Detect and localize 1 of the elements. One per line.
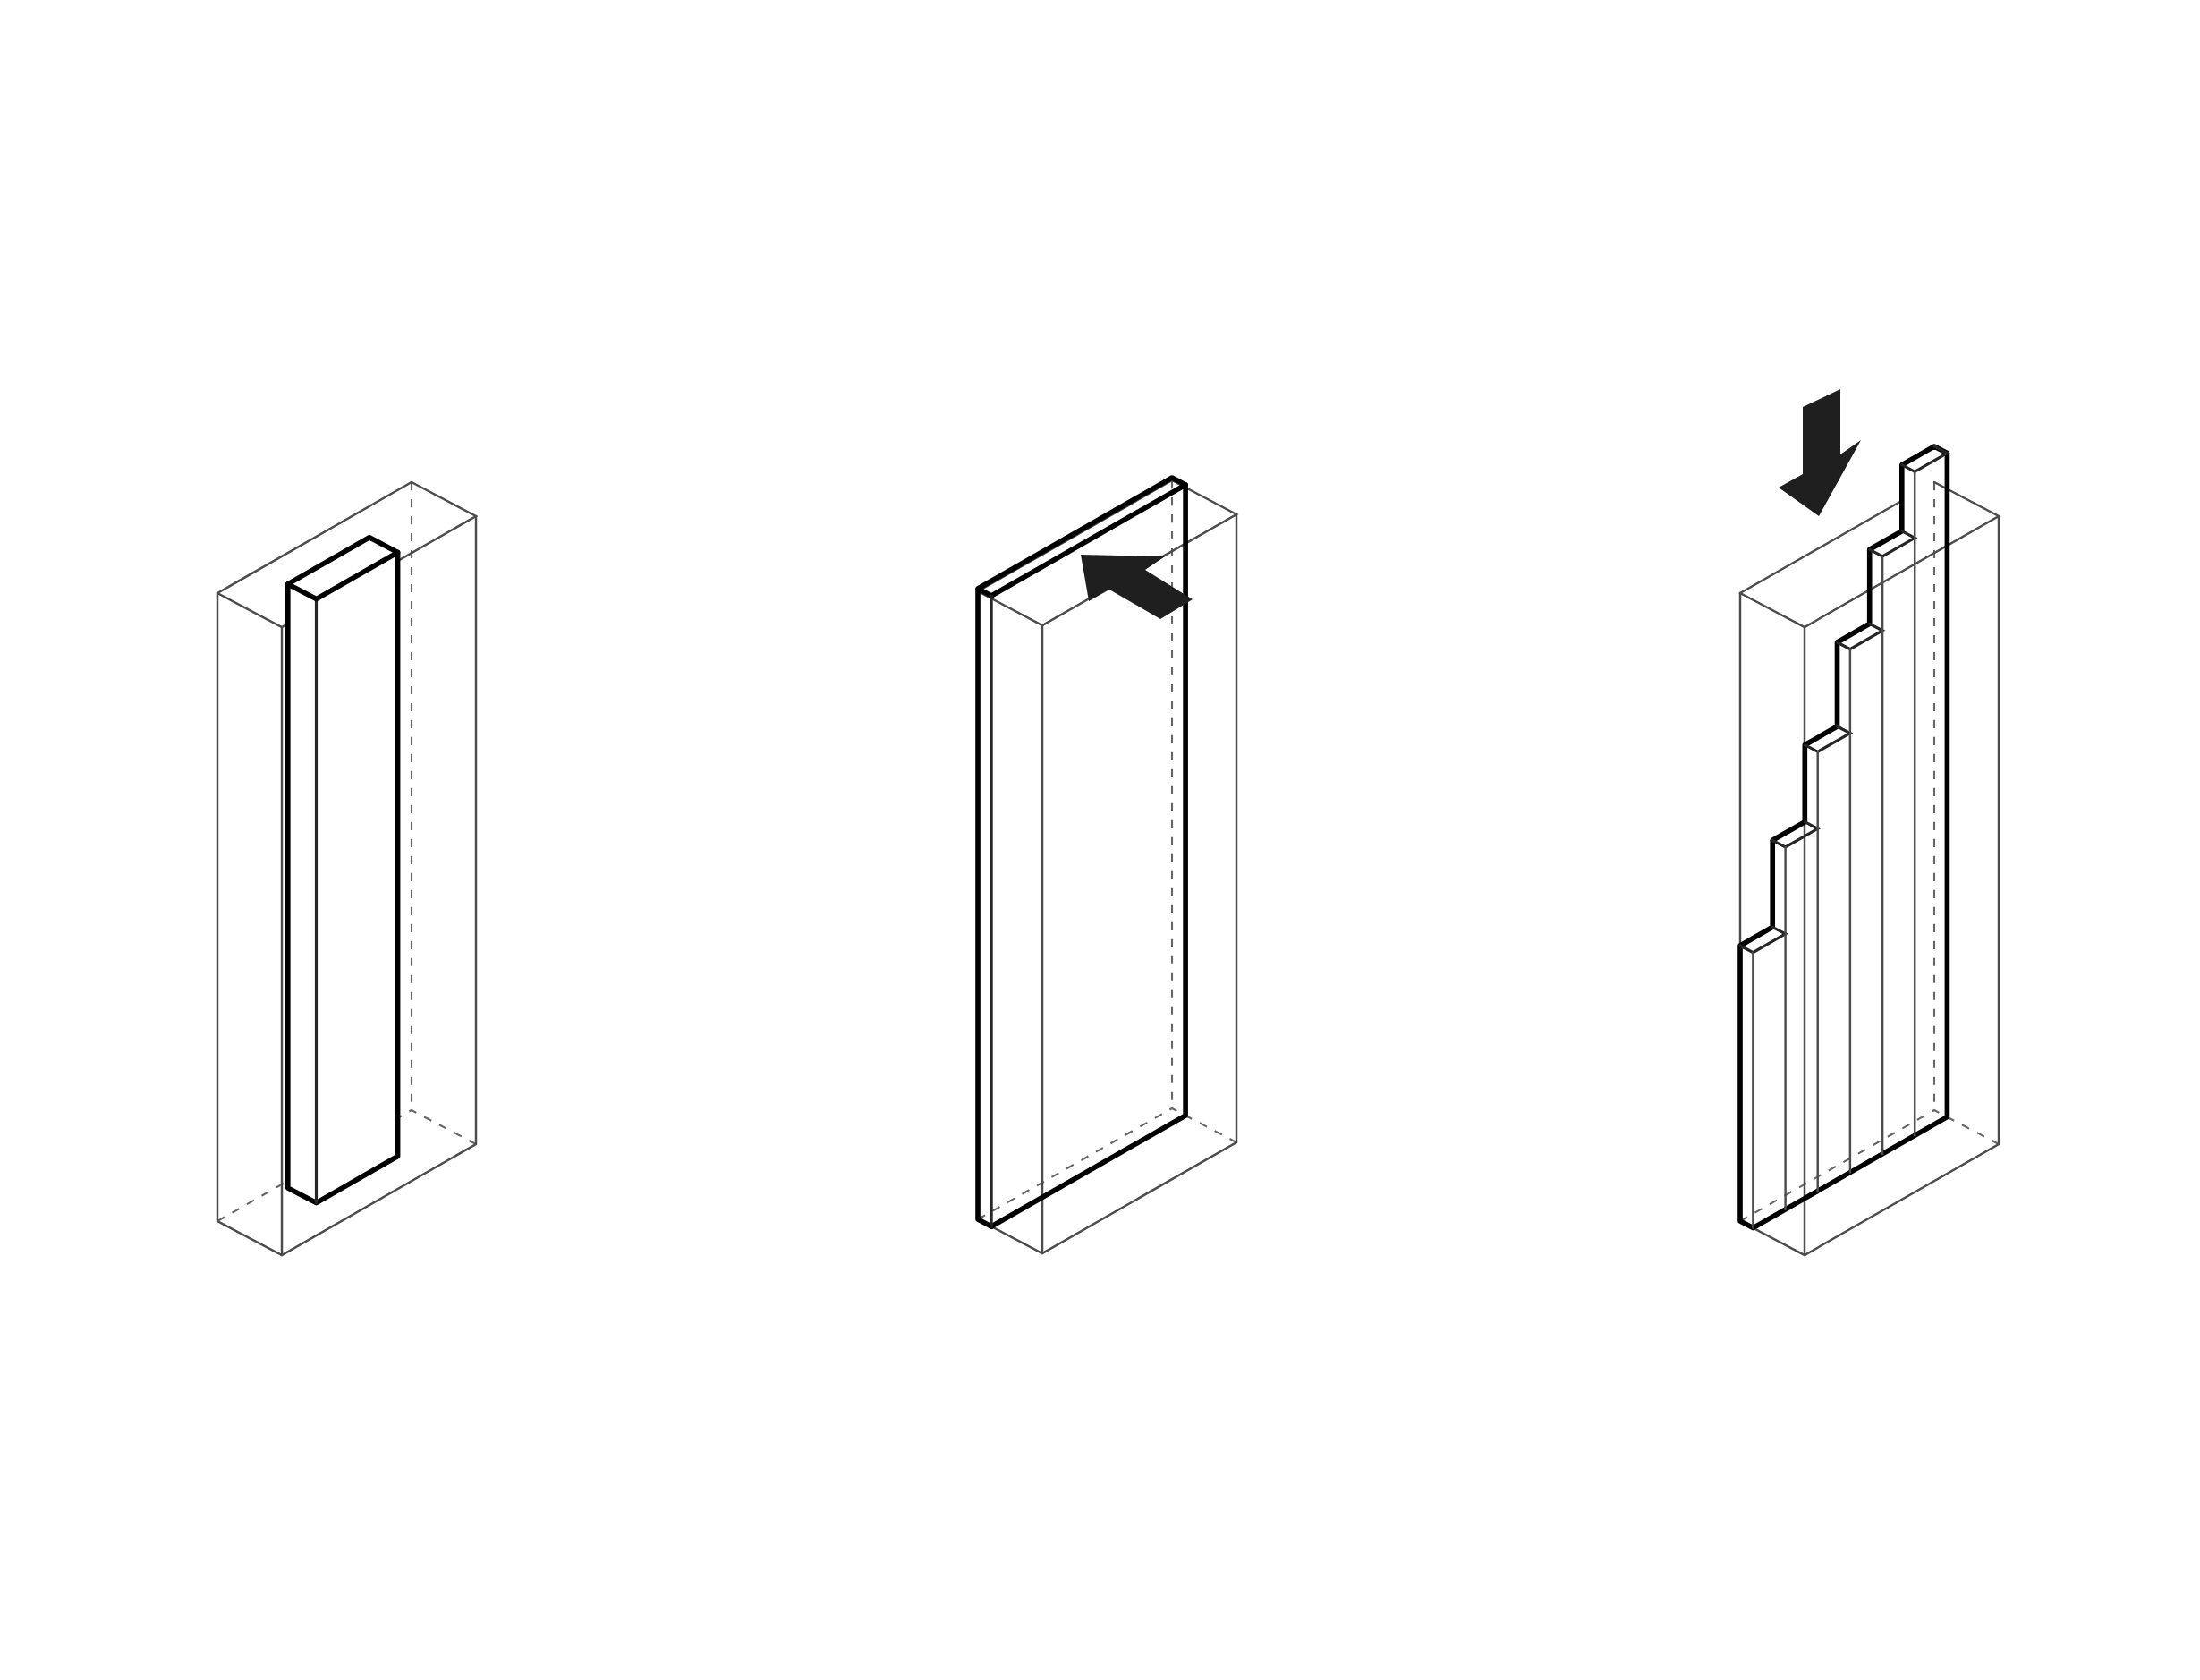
glass-box [216,480,479,1257]
